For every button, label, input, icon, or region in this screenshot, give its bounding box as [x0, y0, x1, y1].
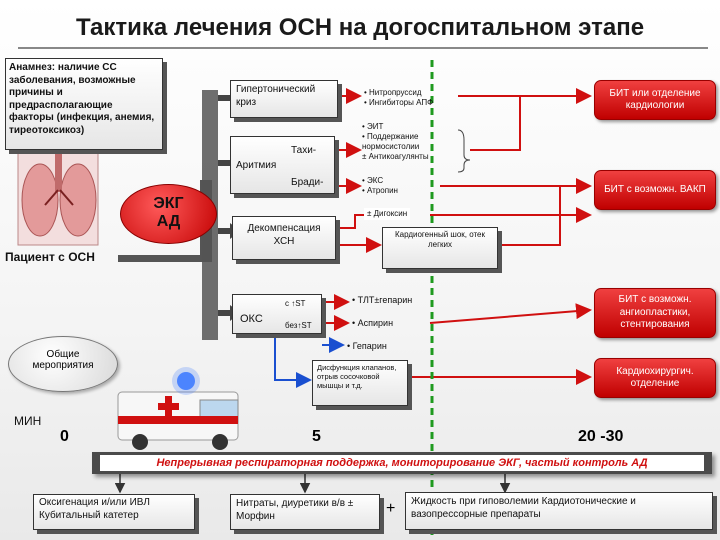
brady-item: • ЭКС: [362, 176, 384, 185]
st-elevation-label: с ↑ST: [285, 299, 306, 308]
lungs-illustration: [17, 149, 99, 246]
oxygen-box: Оксигенация и/или ИВЛ Кубитальный катете…: [33, 494, 195, 530]
brady-item: • Атропин: [362, 186, 398, 195]
time-0: 0: [60, 428, 69, 445]
anamnesis-box: Анамнез: наличие СС заболевания, возможн…: [5, 58, 163, 150]
hypertensive-crisis-box: Гипертонический криз: [230, 80, 338, 118]
anamnesis-text: Анамнез: наличие СС заболевания, возможн…: [9, 62, 155, 136]
time-unit-label: МИН: [14, 414, 42, 428]
title-divider: [18, 47, 708, 49]
icu-iabp-box: БИТ с возможн. ВАКП: [594, 170, 716, 210]
aspirin-label: • Аспирин: [352, 318, 394, 328]
chf-box: Декомпенсация ХСН: [232, 216, 336, 260]
nitrates-label: Нитраты, диуретики в/в ± Морфин: [236, 498, 354, 522]
arrow-tachy-icu: [470, 96, 521, 151]
acs-label: ОКС: [240, 313, 263, 325]
valve-dysfunction-label: Дисфункция клапанов, отрыв сосочковой мы…: [317, 363, 397, 390]
continuous-support-bar: Непрерывная респираторная поддержка, мон…: [92, 452, 712, 474]
ecg-ad-oval: ЭКГ АД: [120, 184, 217, 244]
brady-label: Бради-: [291, 177, 324, 188]
page-title: Тактика лечения ОСН на догоспитальном эт…: [75, 14, 645, 41]
time-5: 5: [312, 428, 321, 445]
shock-label: Кардиогенный шок, отек легких: [394, 230, 486, 249]
drug-item: • Нитропруссид: [364, 88, 422, 97]
tachy-item: • Поддержание нормосистолии: [362, 132, 420, 151]
ad-label: АД: [156, 213, 181, 230]
fluids-box: Жидкость при гиповолемии Кардиотонически…: [405, 492, 713, 530]
icu-cardiology-box: БИТ или отделение кардиологии: [594, 80, 716, 120]
ambulance-illustration: [117, 367, 239, 450]
tachy-item: ± Антикоагулянты: [362, 152, 429, 161]
tachy-item: • ЭИТ: [362, 122, 384, 131]
drug-item: • Ингибиторы АПФ: [364, 98, 434, 107]
tachy-label: Тахи-: [291, 145, 317, 156]
brady-measures: • ЭКС • Атропин: [362, 176, 398, 196]
cardiac-surgery-box: Кардиохирургич. отделение: [594, 358, 716, 398]
arrow-chf-digoxin: [335, 214, 365, 229]
continuous-support-label: Непрерывная респираторная поддержка, мон…: [100, 455, 704, 471]
arrow-acs-icu: [429, 303, 592, 324]
hypertensive-crisis-label: Гипертонический криз: [236, 84, 316, 108]
general-measures-oval: Общие мероприятия: [8, 336, 118, 392]
plus-sign: +: [386, 500, 396, 517]
patient-label: Пациент с ОСН: [5, 250, 95, 264]
arrhythmia-label: Аритмия: [236, 160, 277, 171]
acs-box: ОКС с ↑ST без↑ST: [232, 294, 322, 334]
tachy-brace: [457, 129, 471, 173]
tlt-label: • ТЛТ±гепарин: [352, 295, 413, 305]
ecg-label: ЭКГ: [153, 195, 184, 212]
tachy-measures: • ЭИТ • Поддержание нормосистолии ± Анти…: [362, 122, 456, 162]
valve-dysfunction-box: Дисфункция клапанов, отрыв сосочковой мы…: [312, 360, 408, 406]
chf-label: Декомпенсация ХСН: [247, 223, 321, 247]
heparin-label: • Гепарин: [347, 341, 387, 351]
arrow-shock-icu: [498, 186, 561, 246]
nitrates-box: Нитраты, диуретики в/в ± Морфин: [230, 494, 380, 530]
oxygen-label: Оксигенация и/или ИВЛ Кубитальный катете…: [39, 497, 150, 521]
icu-angioplasty-box: БИТ с возможн. ангиопластики, стентирова…: [594, 288, 716, 338]
time-20-30: 20 -30: [578, 428, 624, 445]
arrow-acs-valve: [274, 330, 312, 388]
fluids-label: Жидкость при гиповолемии Кардиотонически…: [411, 496, 636, 520]
digoxin-label: ± Дигоксин: [364, 208, 411, 220]
general-measures-label: Общие мероприятия: [32, 349, 94, 371]
hypertensive-drugs: • Нитропруссид • Ингибиторы АПФ: [364, 88, 433, 108]
arrhythmia-box: Тахи- Аритмия Бради-: [230, 136, 335, 194]
st-no-elevation-label: без↑ST: [285, 321, 312, 330]
shock-box: Кардиогенный шок, отек легких: [382, 227, 498, 269]
